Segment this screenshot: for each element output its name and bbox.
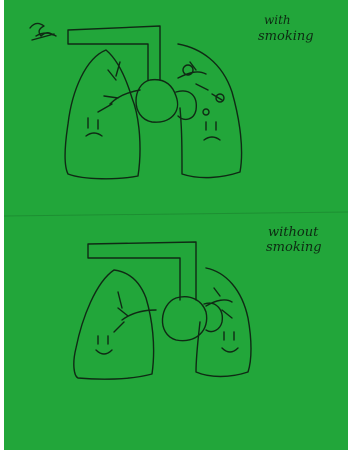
top-right-lung xyxy=(178,44,242,178)
top-windpipe xyxy=(68,26,160,80)
bottom-windpipe xyxy=(88,242,196,300)
bottom-heart xyxy=(162,297,206,341)
bottom-left-face-eyes xyxy=(98,336,108,344)
top-left-face-eyes xyxy=(88,118,98,129)
top-right-face-frown xyxy=(204,137,220,140)
bottom-label-line2: smoking xyxy=(266,241,322,254)
bottom-right-lung xyxy=(196,268,251,377)
top-label-line2: smoking xyxy=(258,30,314,43)
top-right-face-eyes xyxy=(206,122,216,130)
bottom-left-lung xyxy=(74,270,154,379)
top-right-bronchi xyxy=(178,62,222,100)
top-label-line1: with xyxy=(264,14,291,27)
top-heart xyxy=(136,80,178,123)
top-left-lung xyxy=(65,50,140,179)
paper-fold-line xyxy=(4,212,348,216)
top-heart-side xyxy=(176,91,196,119)
bottom-right-face-smile xyxy=(222,348,238,352)
top-tar-spot xyxy=(203,109,209,115)
bottom-left-face-smile xyxy=(96,350,112,354)
cigarette-scribble xyxy=(30,23,56,40)
bottom-right-face-eyes xyxy=(224,332,234,340)
healthy-lungs-drawing xyxy=(74,242,251,379)
top-left-face-frown xyxy=(86,133,102,136)
bottom-label-line1: without xyxy=(268,226,318,239)
smoking-lungs-drawing xyxy=(30,23,242,178)
